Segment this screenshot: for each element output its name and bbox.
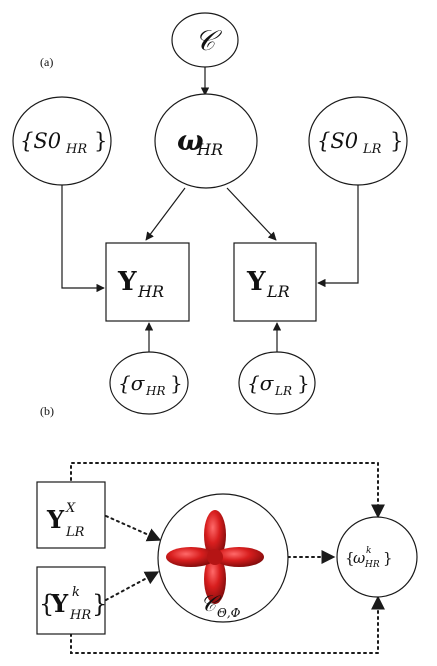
edge-yhrk-center — [105, 571, 160, 601]
edge-omega-yhr — [145, 187, 186, 241]
node-s0-lr: {S0 LR } — [308, 96, 408, 186]
node-y-hr-k-main: Y — [50, 589, 69, 618]
node-s0-hr-close: } — [94, 129, 107, 153]
node-omega-hr-k-sup: k — [366, 546, 371, 556]
node-s0-hr: {S0 HR } — [12, 96, 112, 186]
node-omega-hr: ω HR — [154, 93, 258, 189]
node-s0-lr-close: } — [390, 129, 403, 153]
node-sigma-lr-close: } — [297, 371, 310, 395]
node-sigma-hr-close: } — [170, 371, 183, 395]
node-omega-hr-k-sub: HR — [364, 560, 380, 570]
node-sigma-hr-sub: HR — [145, 384, 166, 398]
node-omega-hr-sub: HR — [196, 140, 223, 159]
node-y-lr-x-sub: LR — [65, 525, 85, 540]
node-y-hr-k-close: } — [92, 590, 107, 618]
node-y-hr: Y HR — [105, 242, 190, 322]
node-sigma-hr: {σ HR } — [109, 351, 189, 415]
node-sigma-lr-main: {σ — [247, 371, 275, 395]
node-omega-hr-k: { ω k HR } — [336, 516, 418, 598]
edge-top-loop — [70, 462, 385, 519]
node-y-lr-x: Y X LR — [36, 481, 106, 549]
node-y-hr-main: Y — [117, 267, 137, 297]
node-omega-hr-k-main: ω — [353, 549, 365, 567]
edge-ylrx-center — [105, 515, 162, 542]
edge-bottom-loop — [70, 595, 385, 654]
node-y-hr-k-sup: k — [72, 585, 80, 600]
node-s0-lr-sub: LR — [362, 142, 382, 157]
node-y-lr-main: Y — [246, 267, 266, 297]
node-y-lr-x-main: Y — [46, 505, 65, 534]
node-sigma-lr-sub: LR — [274, 384, 292, 398]
edge-omega-ylr — [226, 187, 277, 241]
node-y-hr-sub: HR — [137, 282, 164, 301]
node-omega-hr-k-open: { — [345, 549, 355, 567]
node-omega-hr-k-close: } — [383, 549, 393, 567]
node-omega-hr-main: ω — [177, 124, 204, 157]
node-s0-lr-main: {S0 — [317, 129, 358, 153]
node-c-theta-phi-sub: Θ,Φ — [217, 606, 241, 620]
node-y-hr-k-sub: HR — [69, 608, 91, 623]
panel-b-edges — [70, 462, 385, 654]
panel-b-label: (b) — [40, 404, 54, 418]
node-s0-hr-main: {S0 — [20, 129, 61, 153]
panel-a-label: (a) — [40, 55, 53, 69]
edge-s0hr-yhr — [61, 185, 105, 293]
edge-s0lr-ylr — [317, 185, 359, 288]
node-sigma-lr: {σ LR } — [238, 351, 316, 415]
node-c-theta-phi: 𝒞 Θ,Φ — [157, 493, 289, 623]
node-s0-hr-sub: HR — [65, 142, 87, 157]
fod-glyph-icon — [166, 510, 264, 604]
node-y-lr-sub: LR — [266, 282, 290, 301]
node-c: 𝒞 — [171, 12, 239, 68]
node-y-hr-k: { Y k HR } — [36, 566, 107, 635]
panel-a-edges — [61, 67, 359, 352]
node-y-hr-k-open: { — [39, 590, 54, 618]
node-sigma-hr-main: {σ — [118, 371, 146, 395]
node-y-lr-x-sup: X — [65, 501, 76, 516]
node-y-lr: Y LR — [233, 242, 317, 322]
